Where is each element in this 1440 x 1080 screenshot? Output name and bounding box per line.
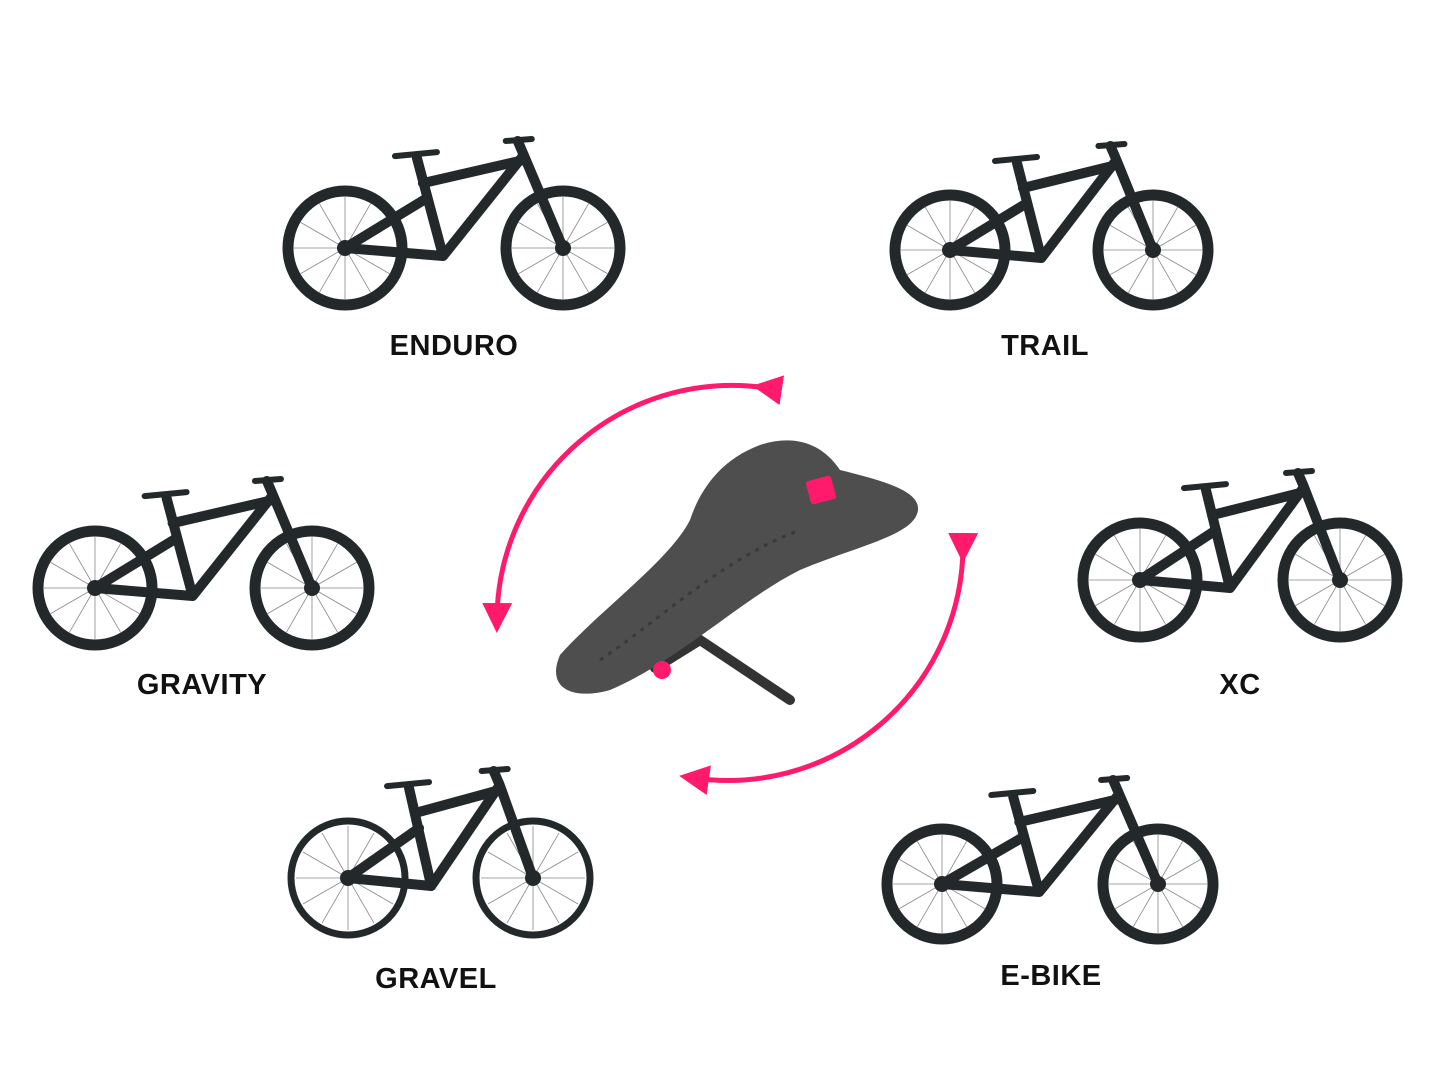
cycle-arrow-lower bbox=[679, 532, 979, 796]
bike-label-enduro: ENDURO bbox=[389, 330, 519, 362]
bike-label-gravel: GRAVEL bbox=[375, 963, 497, 995]
bike-enduro-icon bbox=[282, 136, 626, 311]
bike-label-trail: TRAIL bbox=[1001, 330, 1089, 362]
bike-label-xc: XC bbox=[1219, 669, 1261, 701]
bike-gravity-icon bbox=[32, 476, 375, 651]
bike-gravel-icon bbox=[287, 766, 594, 939]
bike-trail-icon bbox=[889, 141, 1214, 311]
cycle-arrow-upper bbox=[482, 375, 785, 633]
bike-label-gravity: GRAVITY bbox=[136, 669, 268, 701]
bike-xc-icon bbox=[1077, 468, 1403, 643]
bike-label-ebike: E-BIKE bbox=[1000, 960, 1102, 992]
saddle-icon bbox=[556, 440, 919, 705]
bike-ebike-icon bbox=[881, 775, 1219, 945]
